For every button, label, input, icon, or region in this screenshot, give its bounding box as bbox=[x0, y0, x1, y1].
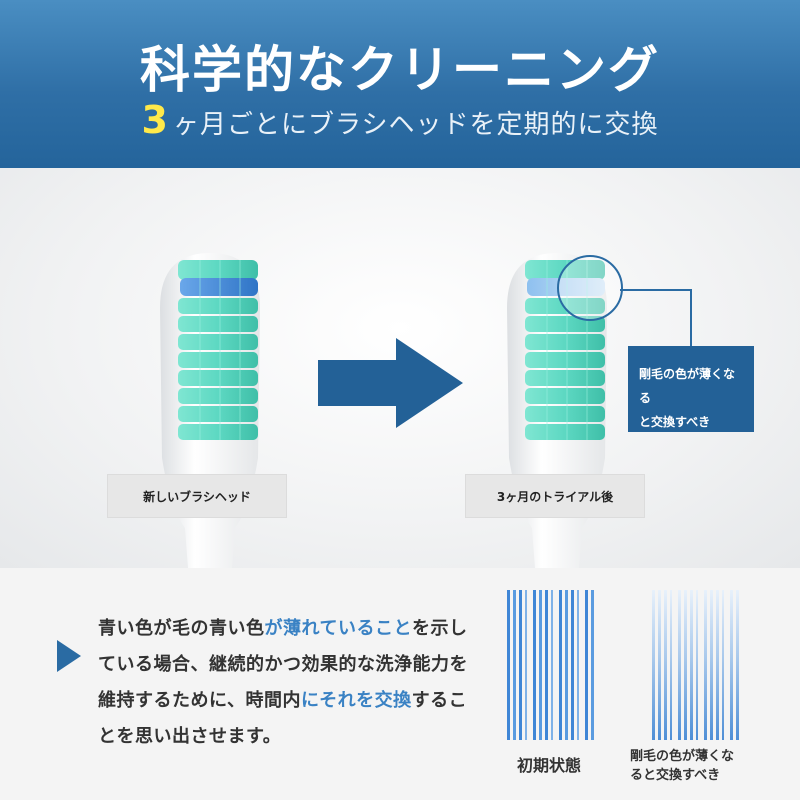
right-arrow-icon bbox=[318, 338, 463, 428]
page-title: 科学的なクリーニング bbox=[140, 41, 660, 99]
faded-bristle-illustration bbox=[652, 590, 739, 740]
callout-line-2: と交換すべき bbox=[639, 415, 711, 429]
description-text: 青い色が毛の青い色が薄れていることを示している場合、継続的かつ効果的な洗浄能力を… bbox=[98, 611, 478, 755]
desc-part-2: を示している場合、継続的かつ効果的な洗浄能力を維持するために、時間内 bbox=[98, 618, 468, 711]
callout-connector bbox=[557, 255, 692, 346]
desc-highlight-2: にそれを交換 bbox=[300, 690, 412, 711]
initial-bristle-illustration bbox=[507, 590, 594, 740]
callout-box: 剛毛の色が薄くなる と交換すべき bbox=[628, 346, 754, 432]
subtitle-text: ヶ月ごとにブラシヘッドを定期的に交換 bbox=[172, 110, 659, 140]
faded-caption-line-1: 剛毛の色が薄くな bbox=[630, 749, 735, 764]
initial-state-caption: 初期状態 bbox=[516, 756, 581, 775]
play-triangle-icon bbox=[57, 640, 81, 672]
desc-part-1: 青い色が毛の青い色 bbox=[98, 618, 265, 639]
new-head-label: 新しいブラシヘッド bbox=[107, 474, 287, 518]
desc-part-3: することを思い出させます。 bbox=[98, 690, 468, 747]
faded-caption-line-2: ると交換すべき bbox=[630, 768, 721, 783]
faded-caption: 剛毛の色が薄くな ると交換すべき bbox=[630, 747, 760, 785]
after-trial-label: 3ヶ月のトライアル後 bbox=[465, 474, 645, 518]
comparison-photo: 剛毛の色が薄くなる と交換すべき 新しいブラシヘッド 3ヶ月のトライアル後 bbox=[0, 168, 800, 568]
desc-highlight-1: が薄れていること bbox=[264, 618, 412, 639]
subtitle-number: 3 bbox=[141, 98, 169, 142]
callout-line-1: 剛毛の色が薄くなる bbox=[639, 367, 736, 405]
